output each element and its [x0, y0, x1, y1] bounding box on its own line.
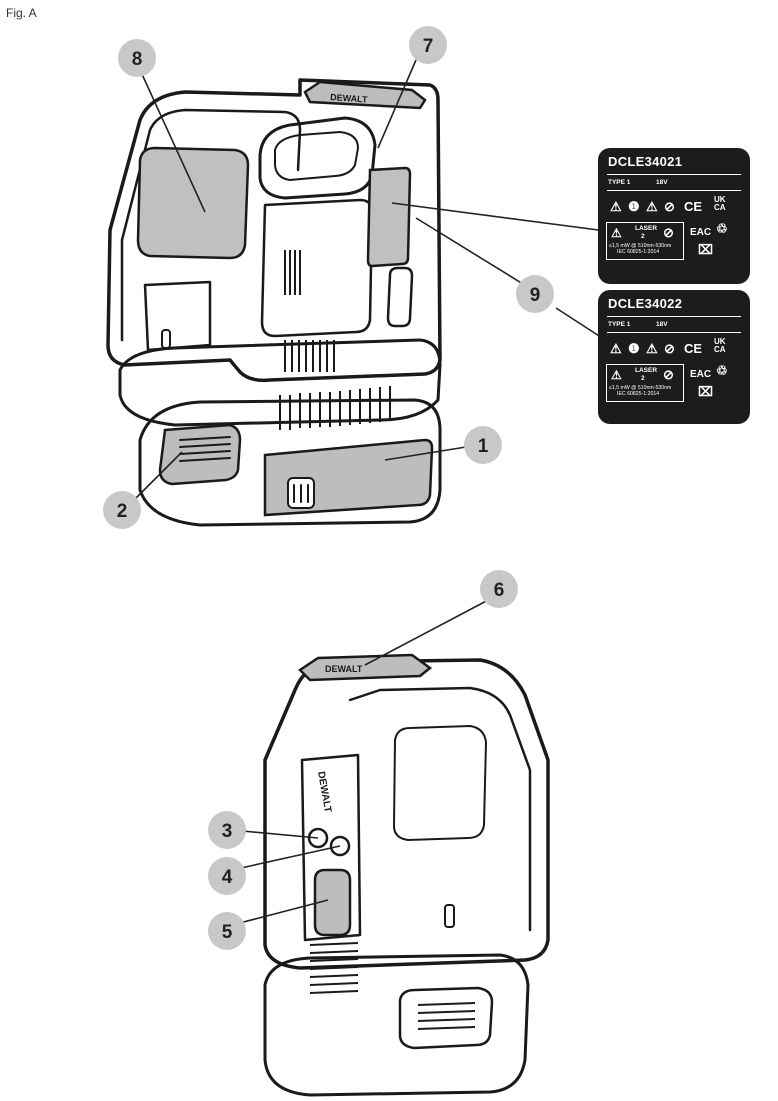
- read-manual-icon: ❶: [628, 341, 640, 356]
- read-manual-icon: ❶: [628, 199, 640, 214]
- svg-text:9: 9: [530, 285, 541, 306]
- laser-tool-front-view: DEWALT: [106, 78, 442, 527]
- svg-text:4: 4: [222, 867, 233, 888]
- laser-standard: IEC 60825-1:2014: [617, 249, 660, 255]
- side-brand-mark: DEWALT: [315, 771, 333, 814]
- eac-mark: EAC: [690, 227, 712, 238]
- line-select-button: [307, 827, 329, 849]
- laser-class-box: ⚠ LASER 2 ⊘ ≤1,5 mW @ 510nm-530nm IEC 60…: [606, 364, 684, 402]
- weee-bin-icon: ⌧: [698, 384, 713, 399]
- no-eye-exposure-icon: ⊘: [663, 225, 674, 240]
- no-eye-exposure-icon: ⊘: [663, 367, 674, 382]
- laser-dome: [258, 116, 377, 200]
- dome-top-cap: [274, 131, 359, 181]
- label-voltage: 18V: [656, 179, 668, 186]
- figure-label: Fig. A: [6, 6, 37, 20]
- laser-title: LASER: [635, 367, 658, 374]
- battery-pack: [138, 398, 442, 527]
- callout-1: 1: [464, 426, 502, 464]
- laser-standard: IEC 60825-1:2014: [617, 391, 660, 397]
- left-grip: [143, 280, 212, 352]
- rear-frame-outline: [348, 686, 532, 932]
- laser-class: 2: [641, 375, 645, 382]
- leader-lines: [131, 59, 611, 926]
- label-model: DCLE34022: [608, 296, 683, 311]
- rear-latch-housing: [398, 986, 494, 1050]
- left-grip-slot: [161, 329, 171, 349]
- warning-icon: ⚠: [610, 199, 622, 214]
- no-stare-icon: ⊘: [664, 199, 675, 214]
- weee-bin-icon: ⌧: [698, 242, 713, 257]
- side-grip: [386, 266, 414, 328]
- recycle-icon: ♲: [716, 363, 728, 378]
- rear-base: [263, 953, 530, 1097]
- callout-7: 7: [409, 26, 447, 64]
- rear-latch-grip: [417, 1002, 476, 1030]
- ce-mark: CE: [684, 341, 703, 356]
- rating-label-dcle34021: DCLE34021 TYPE 1 18V ⚠ ❶ ⚠ ⊘ CE UK CA ⚠ …: [598, 148, 750, 284]
- top-strap: [303, 80, 427, 110]
- laser-warning-icon: ⚠: [646, 199, 658, 214]
- rating-label-dcle34022: DCLE34022 TYPE 1 18V ⚠ ❶ ⚠ ⊘ CE UK CA ⚠ …: [598, 290, 750, 424]
- callout-8: 8: [118, 39, 156, 77]
- callout-9: 9: [516, 275, 554, 313]
- laser-warning-icon: ⚠: [646, 341, 658, 356]
- label-type: TYPE 1: [608, 321, 631, 328]
- side-control-panel: [300, 753, 362, 942]
- callout-3: 3: [208, 811, 246, 849]
- label-type: TYPE 1: [608, 179, 631, 186]
- strap-brand-mark: DEWALT: [330, 92, 368, 105]
- ukca-mark: UK CA: [714, 195, 726, 212]
- rating-label-window: [366, 166, 412, 268]
- laser-class-box: ⚠ LASER 2 ⊘ ≤1,5 mW @ 510nm-530nm IEC 60…: [606, 222, 684, 260]
- battery-fuel-gauge: [287, 477, 315, 509]
- ukca-mark: UK CA: [714, 337, 726, 354]
- laser-hazard-icon: ⚠: [611, 368, 622, 382]
- callout-5: 5: [208, 912, 246, 950]
- ce-mark: CE: [684, 199, 703, 214]
- callout-2: 2: [103, 491, 141, 529]
- callout-4: 4: [208, 857, 246, 895]
- svg-text:5: 5: [222, 922, 233, 943]
- svg-text:6: 6: [494, 580, 505, 601]
- svg-text:3: 3: [222, 821, 233, 842]
- laser-class: 2: [641, 233, 645, 240]
- label-rule: [607, 174, 741, 175]
- main-housing: [106, 78, 442, 383]
- power-lock-switch: [313, 868, 352, 937]
- eac-mark: EAC: [690, 369, 712, 380]
- label-voltage: 18V: [656, 321, 668, 328]
- base-vent: [279, 386, 391, 430]
- laser-tool-rear-view: DEWALT DEWALT: [263, 653, 550, 1097]
- rear-grip-slot: [444, 904, 455, 928]
- laser-title: LASER: [635, 225, 658, 232]
- label-rule: [607, 190, 741, 191]
- rear-top-strap: [298, 653, 433, 682]
- callout-6: 6: [480, 570, 518, 608]
- upper-vent: [284, 250, 301, 295]
- laser-spec: ≤1,5 mW @ 510nm-530nm: [609, 385, 672, 391]
- label-model: DCLE34021: [608, 154, 683, 169]
- rear-window: [393, 725, 487, 841]
- recycle-icon: ♲: [716, 221, 728, 236]
- laser-hazard-icon: ⚠: [611, 226, 622, 240]
- warning-icon: ⚠: [610, 341, 622, 356]
- rear-strap-brand-mark: DEWALT: [325, 664, 363, 674]
- label-rule: [607, 332, 741, 333]
- laser-spec: ≤1,5 mW @ 510nm-530nm: [609, 243, 672, 249]
- no-stare-icon: ⊘: [664, 341, 675, 356]
- svg-text:1: 1: [478, 436, 489, 457]
- left-window: [136, 146, 250, 260]
- latch-grip: [179, 436, 231, 462]
- rear-vent: [309, 942, 359, 994]
- pulse-mode-button: [329, 835, 351, 857]
- svg-text:7: 7: [423, 36, 434, 57]
- svg-text:8: 8: [132, 49, 143, 70]
- svg-text:2: 2: [117, 501, 128, 522]
- front-panel: [260, 198, 374, 338]
- battery-release-latch: [158, 423, 242, 486]
- label-rule: [607, 316, 741, 317]
- lower-vent: [284, 340, 335, 372]
